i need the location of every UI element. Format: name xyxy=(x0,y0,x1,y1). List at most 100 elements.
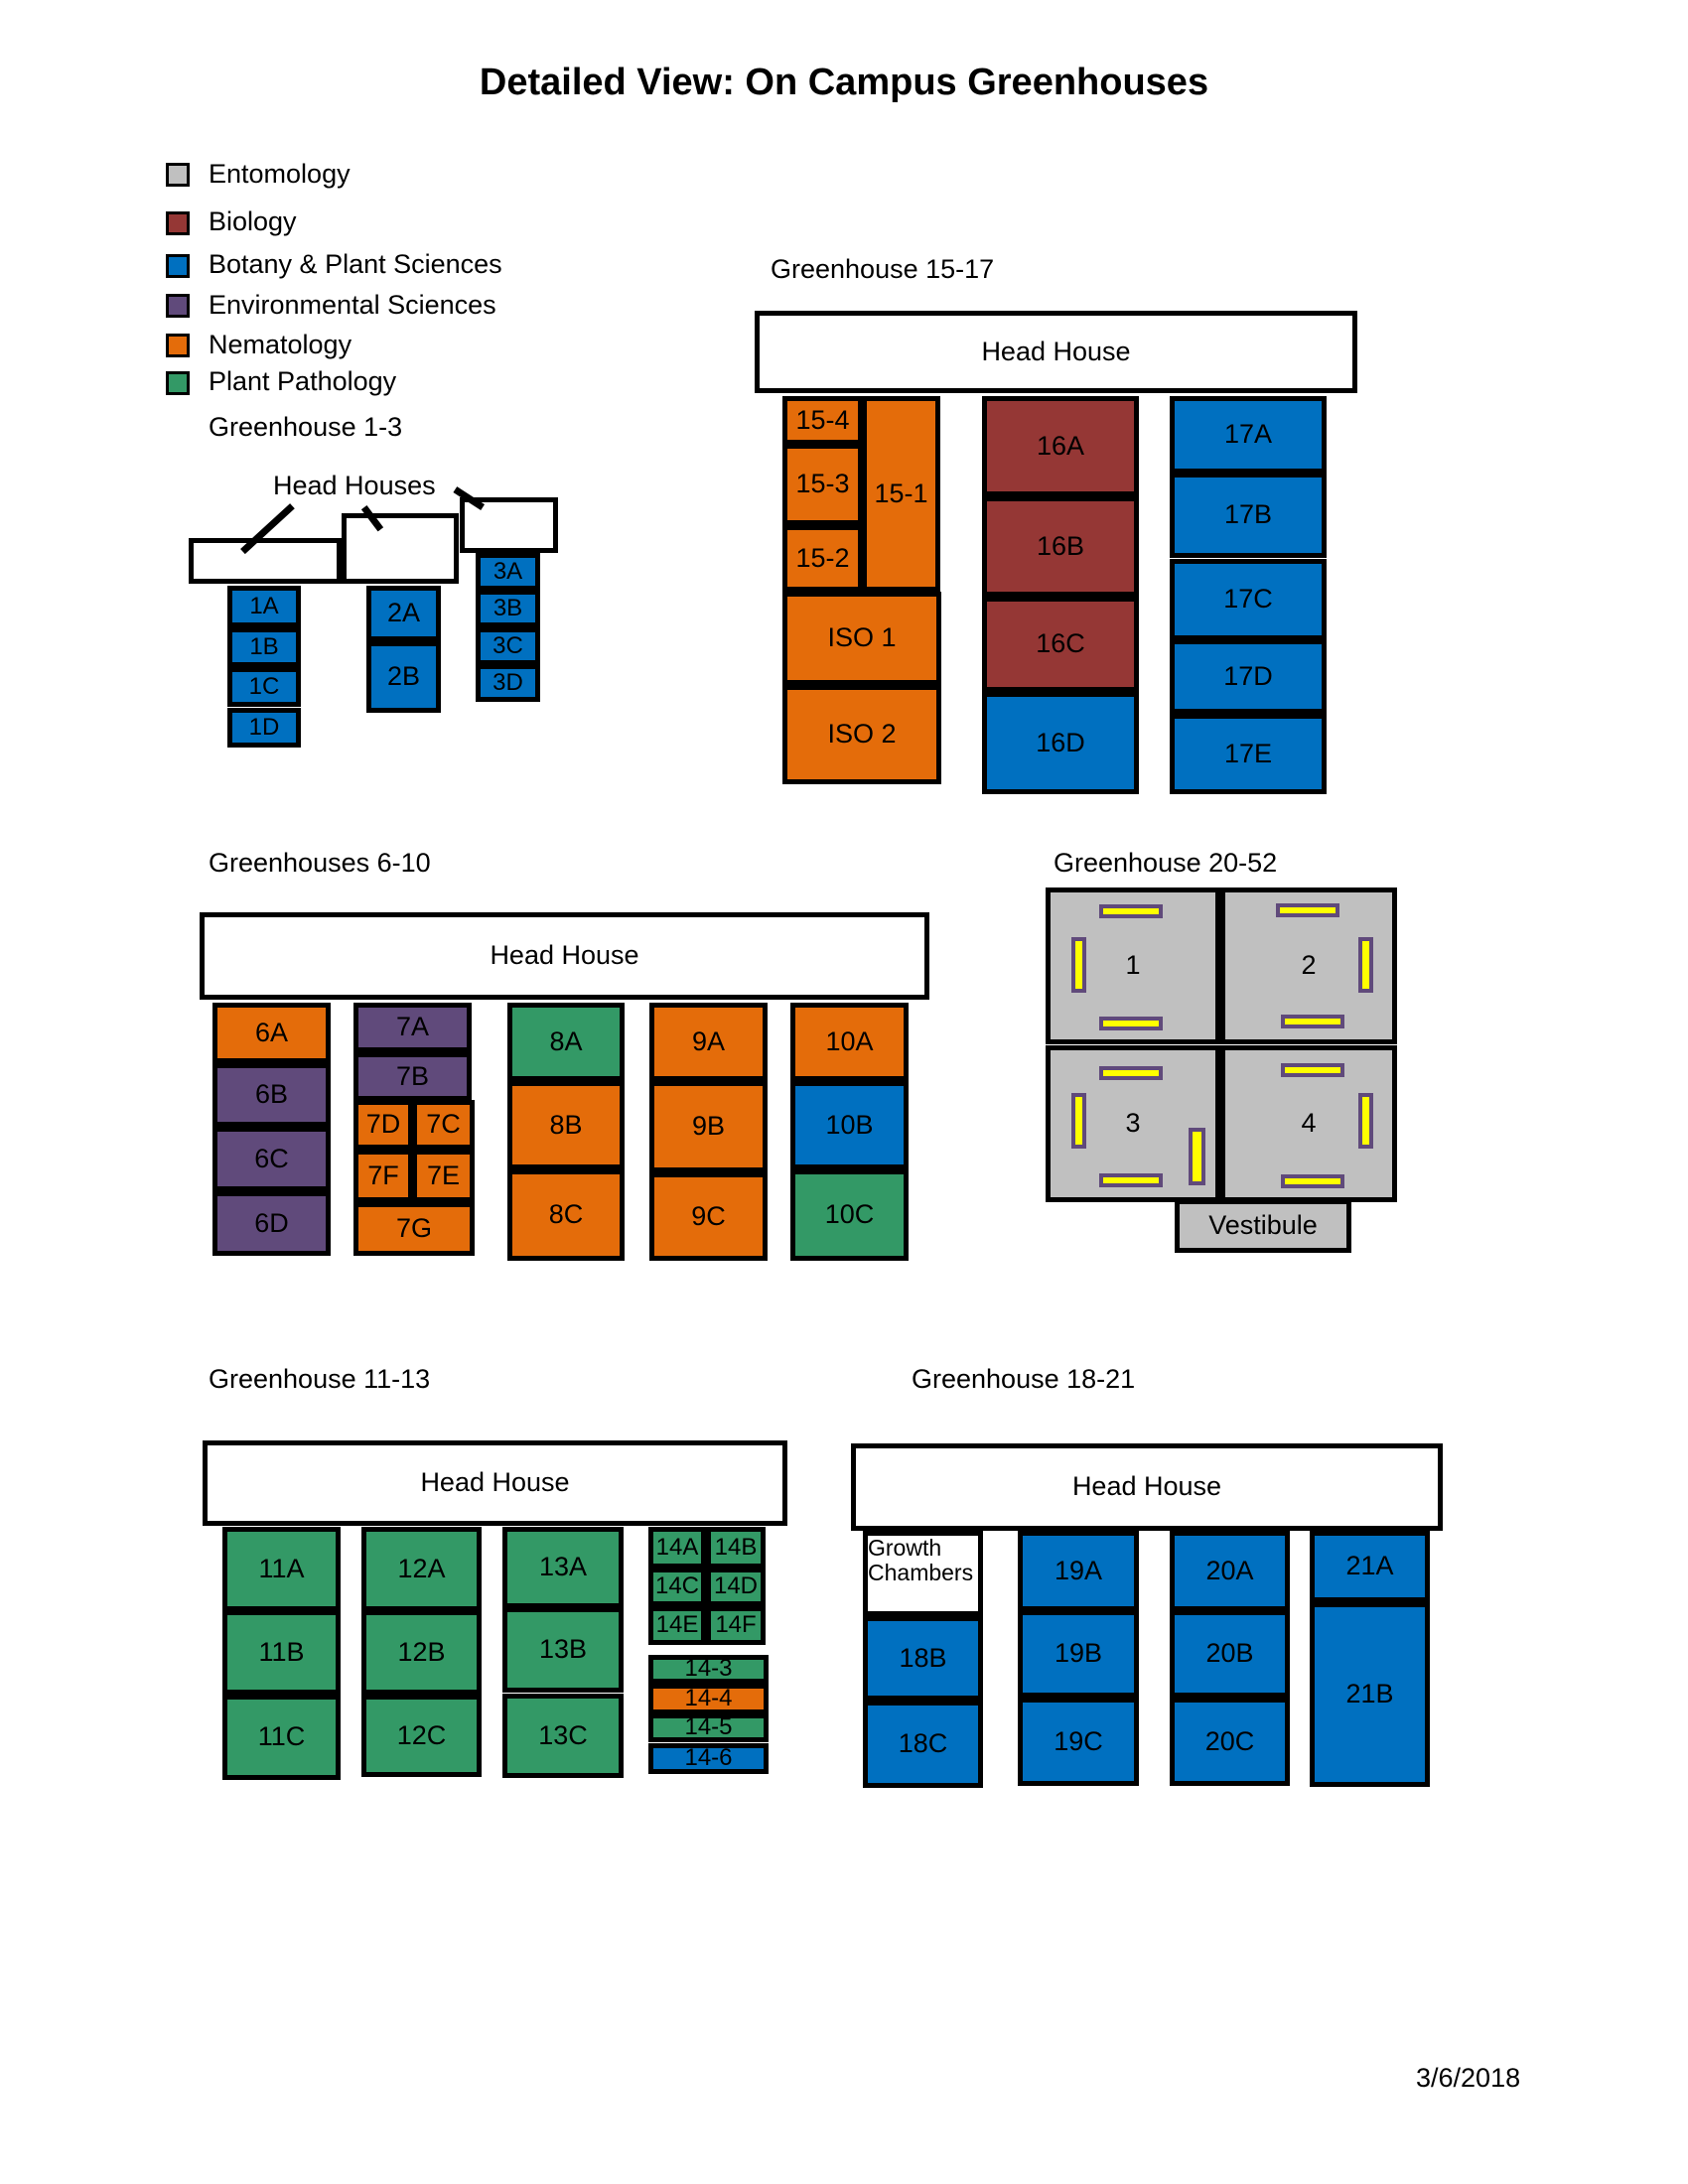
bench-bar xyxy=(1071,1093,1086,1149)
room-3b: 3B xyxy=(476,590,540,627)
head-house-6-10: Head House xyxy=(200,912,929,1000)
room-3c: 3C xyxy=(476,627,540,665)
room-11c: 11C xyxy=(222,1695,341,1780)
room-10c: 10C xyxy=(790,1169,909,1261)
legend-label: Plant Pathology xyxy=(209,366,397,396)
room-14c: 14C xyxy=(648,1568,706,1606)
room-13a: 13A xyxy=(502,1527,624,1608)
room-15-1: 15-1 xyxy=(862,396,940,592)
room-19a: 19A xyxy=(1018,1531,1139,1611)
bench-bar xyxy=(1099,1173,1163,1187)
room-20c: 20C xyxy=(1170,1698,1290,1786)
room-7c: 7C xyxy=(412,1100,475,1150)
head-house-18-21: Head House xyxy=(851,1443,1443,1531)
room-17a: 17A xyxy=(1170,396,1327,474)
bench-bar xyxy=(1276,903,1339,917)
room-14e: 14E xyxy=(648,1606,706,1645)
bench-bar xyxy=(1099,1066,1163,1080)
room-15-3: 15-3 xyxy=(782,444,863,525)
room-7f: 7F xyxy=(353,1150,413,1202)
pointer-line xyxy=(360,505,384,532)
pointer-line xyxy=(240,503,295,555)
room-14d: 14D xyxy=(706,1568,766,1606)
room-2b: 2B xyxy=(366,641,441,713)
room-1c: 1C xyxy=(227,667,301,707)
room-growth-chambers: Growth Chambers xyxy=(863,1531,983,1616)
room-9c: 9C xyxy=(649,1172,768,1261)
room-20a: 20A xyxy=(1170,1531,1290,1611)
legend-label: Environmental Sciences xyxy=(209,290,496,320)
head-house-2 xyxy=(342,513,459,584)
bench-bar xyxy=(1358,1093,1373,1149)
room-2a: 2A xyxy=(366,586,441,641)
head-houses-label: Head Houses xyxy=(273,471,436,500)
room-3a: 3A xyxy=(476,553,540,591)
room-15-2: 15-2 xyxy=(782,525,863,592)
legend-swatch-botany xyxy=(166,254,190,278)
page-title: Detailed View: On Campus Greenhouses xyxy=(479,62,1209,103)
room-16d: 16D xyxy=(982,692,1139,794)
room-7e: 7E xyxy=(412,1150,475,1202)
legend-swatch-environmental xyxy=(166,294,190,318)
room-8b: 8B xyxy=(507,1081,625,1169)
legend-swatch-entomology xyxy=(166,163,190,187)
room-16c: 16C xyxy=(982,597,1139,692)
bench-bar xyxy=(1099,1017,1163,1030)
bench-bar xyxy=(1281,1063,1344,1077)
room-6d: 6D xyxy=(212,1191,331,1256)
bench-bar xyxy=(1099,904,1163,918)
room-9b: 9B xyxy=(649,1081,768,1172)
room-17c: 17C xyxy=(1170,559,1327,640)
room-7b: 7B xyxy=(353,1052,472,1101)
room-14-4: 14-4 xyxy=(648,1684,769,1714)
legend-label: Botany & Plant Sciences xyxy=(209,249,502,279)
greenhouse-title-gh11_13: Greenhouse 11-13 xyxy=(209,1364,431,1394)
room-14f: 14F xyxy=(706,1606,766,1645)
room-15-4: 15-4 xyxy=(782,396,863,445)
room-17e: 17E xyxy=(1170,714,1327,794)
legend-label: Nematology xyxy=(209,330,352,359)
room-12b: 12B xyxy=(361,1610,482,1695)
room-14-3: 14-3 xyxy=(648,1655,769,1684)
room-19c: 19C xyxy=(1018,1698,1139,1786)
room-10a: 10A xyxy=(790,1003,909,1081)
room-vestibule: Vestibule xyxy=(1175,1199,1351,1253)
legend-label: Biology xyxy=(209,206,297,236)
room-14a: 14A xyxy=(648,1527,706,1569)
bench-bar xyxy=(1281,1015,1344,1028)
room-1d: 1D xyxy=(227,708,301,748)
room-14-6: 14-6 xyxy=(648,1743,769,1774)
legend-label: Entomology xyxy=(209,159,351,189)
greenhouse-title-gh6_10: Greenhouses 6-10 xyxy=(209,848,431,878)
room-14b: 14B xyxy=(706,1527,766,1569)
room-iso-2: ISO 2 xyxy=(782,685,941,784)
legend-swatch-nematology xyxy=(166,334,190,357)
room-11a: 11A xyxy=(222,1527,341,1611)
room-18b: 18B xyxy=(863,1616,983,1701)
room-6c: 6C xyxy=(212,1127,331,1191)
room-7a: 7A xyxy=(353,1003,472,1052)
room-6b: 6B xyxy=(212,1063,331,1127)
room-20b: 20B xyxy=(1170,1610,1290,1698)
room-7d: 7D xyxy=(353,1100,413,1150)
room-18c: 18C xyxy=(863,1701,983,1788)
room-17b: 17B xyxy=(1170,473,1327,558)
room-iso-1: ISO 1 xyxy=(782,592,941,685)
legend-swatch-biology xyxy=(166,211,190,235)
head-house-1 xyxy=(189,538,342,584)
room-12c: 12C xyxy=(361,1695,482,1777)
bench-bar xyxy=(1358,937,1373,993)
room-1b: 1B xyxy=(227,627,301,667)
room-7g: 7G xyxy=(353,1202,475,1256)
room-12a: 12A xyxy=(361,1527,482,1611)
bench-bar xyxy=(1281,1174,1344,1188)
room-1a: 1A xyxy=(227,586,301,627)
room-21a: 21A xyxy=(1310,1531,1430,1602)
room-19b: 19B xyxy=(1018,1610,1139,1698)
room-3d: 3D xyxy=(476,664,540,702)
room-11b: 11B xyxy=(222,1610,341,1695)
head-house-11-13: Head House xyxy=(203,1440,787,1526)
room-9a: 9A xyxy=(649,1003,768,1081)
